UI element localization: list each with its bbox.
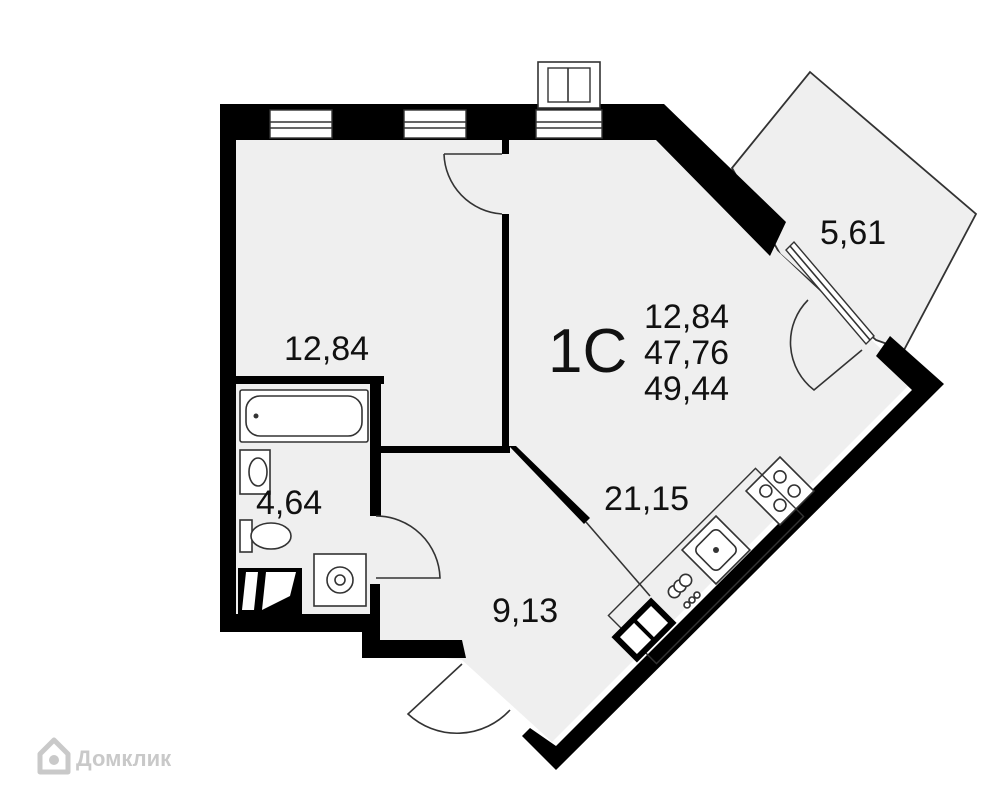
hall-wall [362, 614, 466, 658]
air-conditioner-box [537, 61, 601, 109]
summary-area-2: 47,76 [644, 334, 729, 372]
bathroom-area-label: 4,64 [256, 484, 322, 522]
bathroom-door-swing [375, 515, 441, 579]
hall-top-wall [380, 446, 510, 453]
kitchen-fixtures [607, 455, 816, 665]
bottom-left-wall [220, 614, 380, 632]
summary-area-1: 12,84 [644, 298, 729, 336]
bathroom-fixtures [238, 389, 369, 614]
house-logo-icon [37, 737, 71, 775]
doors [375, 153, 511, 735]
bedroom-door-swing [443, 153, 503, 215]
balcony-door [785, 240, 875, 392]
windows [269, 61, 603, 139]
kitchen-sink-icon [680, 514, 752, 586]
balcony-area-label: 5,61 [820, 214, 886, 252]
window-2 [403, 109, 467, 139]
bedroom-area-label: 12,84 [284, 330, 369, 368]
bath-right-wall [370, 376, 381, 516]
diagonal-right-wall [522, 336, 944, 770]
kitchen-diagonal-wall [509, 446, 590, 524]
balcony-floor [730, 70, 978, 352]
interior-walls [236, 140, 590, 616]
kitchen-living-area-label: 21,15 [604, 480, 689, 518]
hallway-area-label: 9,13 [492, 592, 558, 630]
meters-icon [683, 591, 701, 609]
entrance-door-swing [406, 663, 511, 735]
summary-area-3: 49,44 [644, 370, 729, 408]
watermark-text: Домклик [76, 746, 172, 771]
boiler-icon [667, 573, 693, 599]
watermark: Домклик [37, 737, 172, 775]
utility-niche [611, 597, 677, 663]
window-3 [535, 109, 603, 139]
shaft-block [238, 568, 302, 614]
apartment-floor [236, 140, 914, 742]
stove-icon [744, 455, 816, 527]
window-1 [269, 109, 333, 139]
apartment-code: 1C [548, 317, 627, 386]
bedroom-partition [502, 214, 509, 450]
left-wall [220, 104, 236, 632]
bath-top-wall [236, 376, 384, 384]
